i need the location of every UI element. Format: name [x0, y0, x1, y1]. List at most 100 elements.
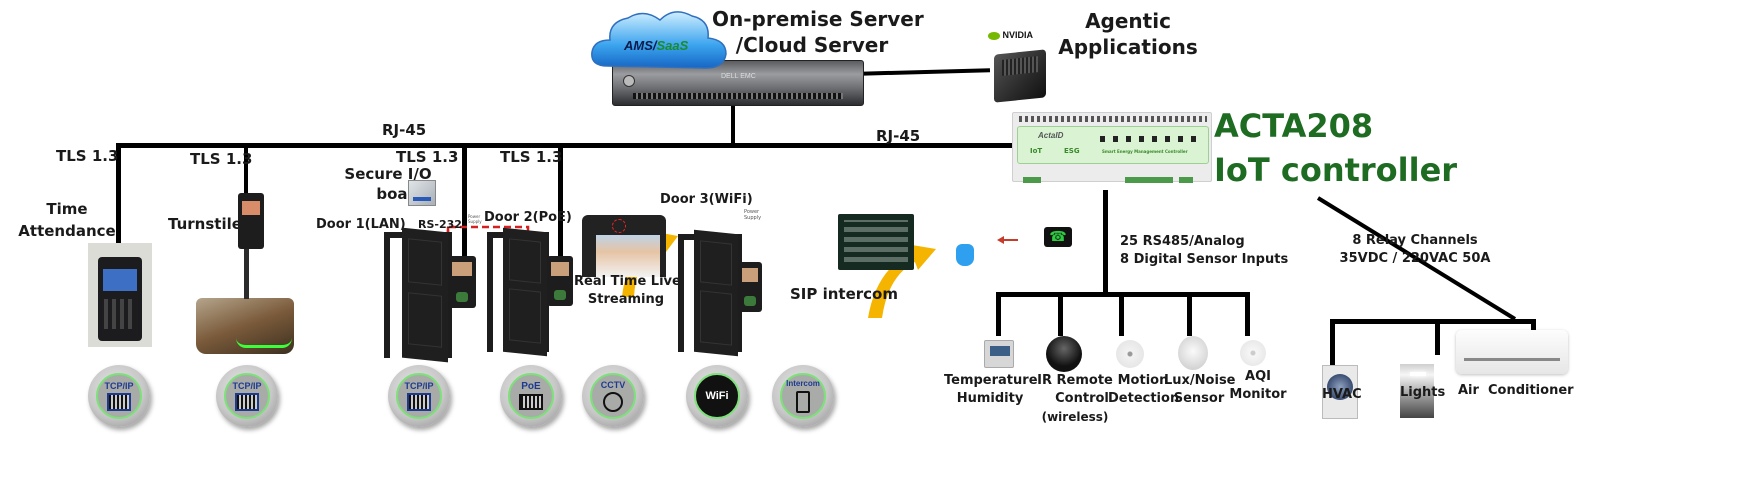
sip-arrow-icon — [868, 244, 936, 318]
badge-time-attendance: TCP/IP — [88, 365, 150, 427]
sensor-label-lux-line1: Lux/Noise — [1164, 373, 1236, 388]
sip-keypad — [838, 214, 914, 270]
sensor-label-ir-remote: IR Remote Control (wireless) — [1030, 372, 1120, 426]
terminal-keypad — [104, 299, 136, 329]
ethernet-port-icon — [235, 393, 259, 411]
panel-tag-iot: IoT — [1030, 147, 1043, 155]
badge-door2: PoE — [500, 365, 562, 427]
load-label-lights: Lights — [1400, 385, 1446, 400]
sensor-label-aqi-line1: AQI — [1245, 369, 1271, 384]
turnstile-face-terminal — [238, 193, 264, 249]
door1-leaf — [402, 227, 448, 363]
relay-leds — [1100, 136, 1204, 142]
time-attendance-drop-wire — [116, 143, 121, 243]
sensor-label-ir-line1: IR Remote — [1037, 373, 1113, 388]
sensor-drop-2 — [1058, 292, 1063, 336]
time-attendance-terminal — [88, 243, 152, 347]
sensor-bus-label-line2: 8 Digital Sensor Inputs — [1120, 252, 1289, 267]
live-video-feed — [596, 235, 660, 277]
sensor-bus-label: 25 RS485/Analog 8 Digital Sensor Inputs — [1120, 233, 1288, 269]
sensor-drop-5 — [1245, 292, 1250, 336]
server-power-icon — [623, 75, 635, 87]
time-attendance-label: Time Attendance — [12, 198, 122, 242]
temperature-humidity-sensor — [984, 340, 1014, 368]
nvidia-eye-icon — [988, 31, 1000, 40]
cloud-label-suffix: SaaS — [656, 38, 689, 53]
bottom-terminals — [1023, 177, 1041, 183]
camera-lens-icon — [612, 219, 626, 233]
time-attendance-label-line1: Time — [46, 200, 88, 218]
relay-bus-label-line2: 35VDC / 220VAC 50A — [1339, 251, 1491, 266]
turnstile-label: Turnstile — [168, 215, 242, 233]
turnstile-gate — [196, 298, 294, 354]
sensor-label-ir-line2: Control — [1055, 391, 1109, 406]
agentic-title: Agentic Applications — [1048, 8, 1208, 60]
badge-door1: TCP/IP — [388, 365, 450, 427]
relay-bus-wire — [1330, 319, 1536, 324]
controller-title-line1: ACTA208 — [1214, 107, 1374, 145]
rj45-right-label: RJ-45 — [876, 127, 921, 145]
cloud-icon: AMS/SaaS — [588, 4, 730, 76]
terminal-screen — [103, 269, 137, 291]
sensor-drop-3 — [1119, 292, 1124, 336]
sensor-label-lux: Lux/Noise Sensor — [1164, 372, 1236, 408]
air-conditioner-unit — [1456, 330, 1568, 374]
sensor-trunk-wire — [1103, 190, 1108, 294]
secure-io-board — [408, 180, 436, 206]
hvac-unit — [1322, 365, 1358, 419]
streaming-label-line1: Real Time Live — [574, 274, 681, 289]
badge-door2-text: PoE — [521, 381, 541, 392]
door3 — [678, 229, 742, 357]
ethernet-port-icon — [407, 393, 431, 411]
controller-title: ACTA208 IoT controller — [1214, 104, 1457, 192]
door3-leaf — [694, 229, 738, 357]
streaming-label: Real Time Live Streaming — [574, 273, 681, 309]
sensor-label-aqi-line2: Monitor — [1229, 387, 1287, 402]
badge-intercom: Intercom — [772, 365, 834, 427]
badge-turnstile: TCP/IP — [216, 365, 278, 427]
badge-door3: WiFi — [686, 365, 748, 427]
door2 — [487, 227, 549, 357]
aqi-monitor — [1240, 340, 1266, 366]
relay-bus-label-line1: 8 Relay Channels — [1352, 233, 1478, 248]
sensor-label-temperature: Temperature Humidity — [944, 372, 1038, 408]
door2-reader — [547, 256, 573, 306]
door3-label: Door 3(WiFi) — [660, 192, 753, 207]
panel-brand: ActaID — [1038, 131, 1064, 140]
sensor-label-aqi: AQI Monitor — [1228, 368, 1288, 404]
rj45-bus-wire — [116, 143, 1014, 148]
rs232-label: RS-232 — [418, 218, 462, 231]
badge-turnstile-text: TCP/IP — [232, 381, 262, 391]
door2-leaf — [503, 227, 547, 357]
nvidia-vendor-label: NVIDIA — [1002, 30, 1034, 40]
face-screen — [242, 201, 260, 215]
poe-port-icon — [519, 394, 543, 410]
badge-door3-text: WiFi — [705, 390, 729, 402]
nvidia-logo: NVIDIA — [988, 30, 1033, 40]
server-uplink-wire — [731, 104, 735, 146]
relay-drop-2 — [1435, 319, 1440, 355]
relay-drop-1 — [1330, 319, 1335, 367]
relay-bus-label: 8 Relay Channels 35VDC / 220VAC 50A — [1330, 232, 1500, 268]
badge-intercom-text: Intercom — [786, 379, 820, 388]
server-title: On-premise Server /Cloud Server — [712, 6, 924, 58]
streaming-terminal-closeup — [582, 215, 666, 277]
badge-time-attendance-text: TCP/IP — [104, 381, 134, 391]
acta208-controller: ActaID IoT ESG Smart Energy Management C… — [1012, 112, 1212, 183]
hvac-fan-icon — [1327, 374, 1353, 400]
power-supply-label-1: Power Supply — [468, 214, 482, 224]
controller-panel: ActaID IoT ESG Smart Energy Management C… — [1017, 126, 1209, 164]
door1-reader — [448, 256, 476, 308]
server-title-line2: /Cloud Server — [735, 33, 889, 57]
sensor-drop-4 — [1187, 292, 1192, 336]
cctv-camera-icon — [603, 392, 623, 412]
sensor-label-ir-line3: (wireless) — [1041, 410, 1109, 424]
load-label-hvac: HVAC — [1322, 387, 1362, 402]
turnstile-led — [236, 338, 292, 348]
ethernet-port-icon — [107, 393, 131, 411]
lux-noise-sensor — [1178, 336, 1208, 370]
sensor-label-temperature-line2: Humidity — [956, 391, 1024, 406]
server-vent — [633, 93, 843, 99]
load-label-air-conditioner: Air Conditioner — [1458, 383, 1574, 398]
sensor-bus-label-line1: 25 RS485/Analog — [1120, 234, 1245, 249]
